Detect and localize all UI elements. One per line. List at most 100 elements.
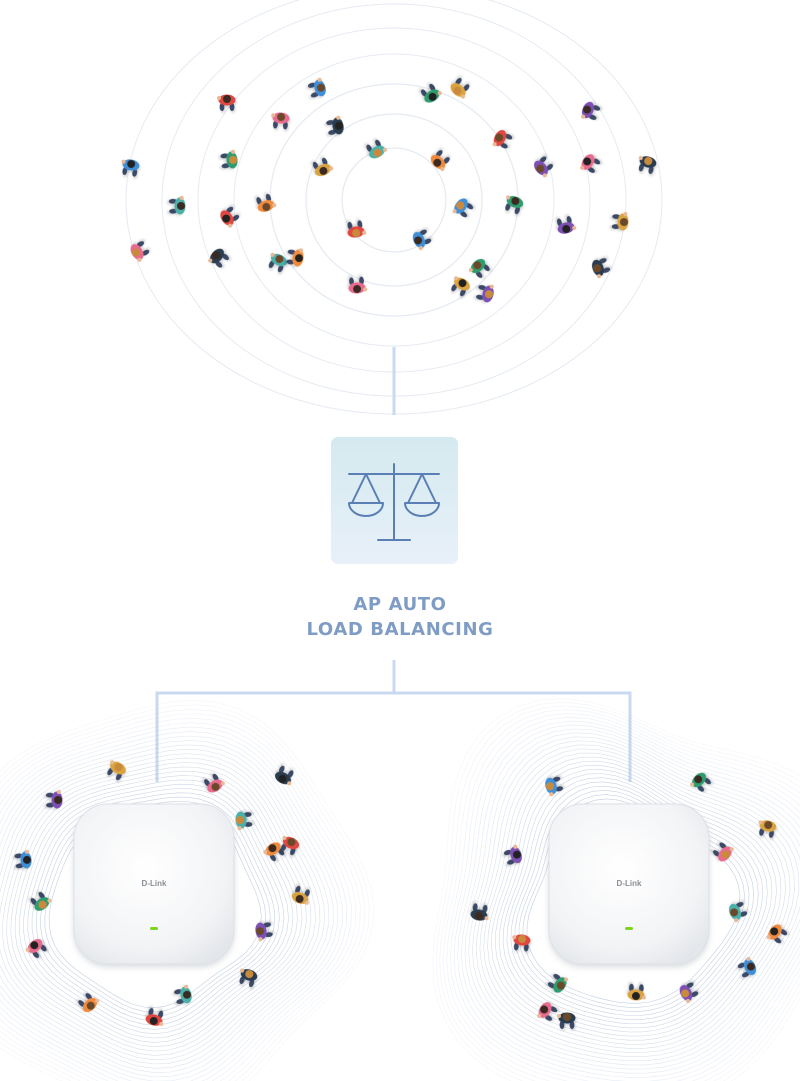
person-topdown-icon (712, 842, 734, 862)
person-topdown-icon (430, 150, 450, 171)
person-topdown-icon (326, 115, 344, 135)
ap-wave-ring (0, 699, 375, 1081)
person-topdown-icon (452, 198, 474, 218)
person-topdown-icon (220, 149, 238, 169)
ap-right-brand: D-Link (617, 879, 642, 888)
person-topdown-icon (208, 248, 229, 268)
person-topdown-icon (235, 811, 253, 831)
ap-wave-ring (453, 720, 800, 1081)
person-topdown-icon (275, 765, 294, 786)
person-topdown-icon (45, 789, 63, 809)
person-topdown-icon (556, 216, 577, 234)
person-topdown-icon (312, 157, 334, 177)
ap-wave-ring (31, 792, 280, 1026)
bottom-crowds (14, 760, 788, 1029)
person-topdown-icon (366, 139, 387, 159)
top-wave-ring (161, 3, 627, 397)
ap-wave-ring (439, 705, 800, 1081)
person-topdown-icon (348, 276, 368, 294)
access-point-right: D-Link (548, 803, 710, 965)
ap-wave-ring (450, 716, 800, 1081)
load-balancer-box (331, 437, 458, 564)
person-topdown-icon (263, 842, 285, 862)
person-topdown-icon (476, 284, 494, 303)
person-topdown-icon (307, 77, 326, 98)
person-topdown-icon (30, 891, 52, 911)
ap-wave-ring (442, 709, 800, 1081)
ap-wave-ring (491, 760, 782, 1041)
ap-wave-ring (0, 753, 321, 1065)
person-topdown-icon (107, 760, 126, 781)
top-wave-ring (305, 113, 483, 287)
ap-wave-ring (0, 748, 325, 1069)
access-point-left: D-Link (73, 803, 235, 965)
ap-left-brand: D-Link (142, 879, 167, 888)
ap-wave-ring (479, 748, 795, 1053)
ap-wave-ring (10, 770, 303, 1048)
person-topdown-icon (204, 773, 225, 793)
person-topdown-icon (450, 77, 470, 99)
person-topdown-icon (758, 820, 777, 838)
ap-wave-ring (23, 783, 289, 1035)
person-topdown-icon (256, 193, 277, 212)
ap-wave-ring (0, 704, 370, 1081)
top-wave-ring (269, 83, 519, 317)
person-topdown-icon (470, 903, 489, 921)
ap-wave-ring (483, 752, 791, 1049)
ap-wave-ring (432, 698, 800, 1081)
ap-wave-ring (18, 779, 294, 1039)
person-topdown-icon (580, 154, 601, 173)
person-topdown-icon (280, 835, 300, 856)
person-topdown-icon (492, 130, 513, 149)
ap-wave-ring (0, 717, 357, 1081)
person-topdown-icon (145, 1008, 164, 1027)
person-topdown-icon (78, 993, 100, 1013)
person-topdown-icon (217, 94, 236, 111)
person-topdown-icon (271, 112, 290, 130)
load-balancing-label: AP AUTO LOAD BALANCING (250, 592, 550, 642)
person-topdown-icon (557, 1012, 576, 1029)
person-topdown-icon (638, 155, 657, 174)
person-topdown-icon (25, 939, 47, 958)
ap-wave-ring (0, 722, 352, 1081)
ap-wave-ring (6, 766, 307, 1052)
person-topdown-icon (547, 973, 569, 993)
person-topdown-icon (291, 885, 310, 905)
ap-wave-ring (435, 701, 800, 1081)
person-topdown-icon (766, 924, 788, 944)
label-line-2: LOAD BALANCING (306, 619, 494, 640)
right-ap-signal-waves (432, 698, 800, 1081)
balance-scale-icon (348, 463, 440, 541)
person-topdown-icon (581, 101, 601, 120)
person-topdown-icon (286, 248, 304, 267)
connector-branch (155, 691, 632, 782)
top-wave-ring (341, 147, 447, 253)
ap-right-status-led (625, 927, 633, 930)
ap-wave-ring (457, 724, 800, 1078)
ap-wave-ring (2, 762, 312, 1056)
person-topdown-icon (130, 241, 150, 262)
person-topdown-icon (737, 956, 757, 978)
ap-wave-ring (14, 775, 298, 1043)
ap-wave-ring (487, 756, 786, 1045)
person-topdown-icon (239, 968, 258, 988)
person-topdown-icon (534, 156, 553, 178)
ap-wave-ring (475, 744, 800, 1058)
person-topdown-icon (505, 195, 524, 215)
person-topdown-icon (255, 922, 273, 942)
ap-wave-ring (460, 728, 800, 1074)
person-topdown-icon (412, 229, 432, 251)
person-topdown-icon (14, 849, 32, 869)
person-topdown-icon (611, 212, 629, 231)
person-topdown-icon (679, 982, 699, 1004)
top-crowd (121, 77, 657, 303)
person-topdown-icon (220, 206, 240, 228)
ap-left-status-led (150, 927, 158, 930)
person-topdown-icon (451, 276, 470, 297)
connector-lines (155, 347, 632, 782)
person-topdown-icon (728, 902, 748, 923)
ap-wave-ring (0, 731, 343, 1081)
person-topdown-icon (592, 258, 611, 279)
person-topdown-icon (268, 252, 288, 273)
